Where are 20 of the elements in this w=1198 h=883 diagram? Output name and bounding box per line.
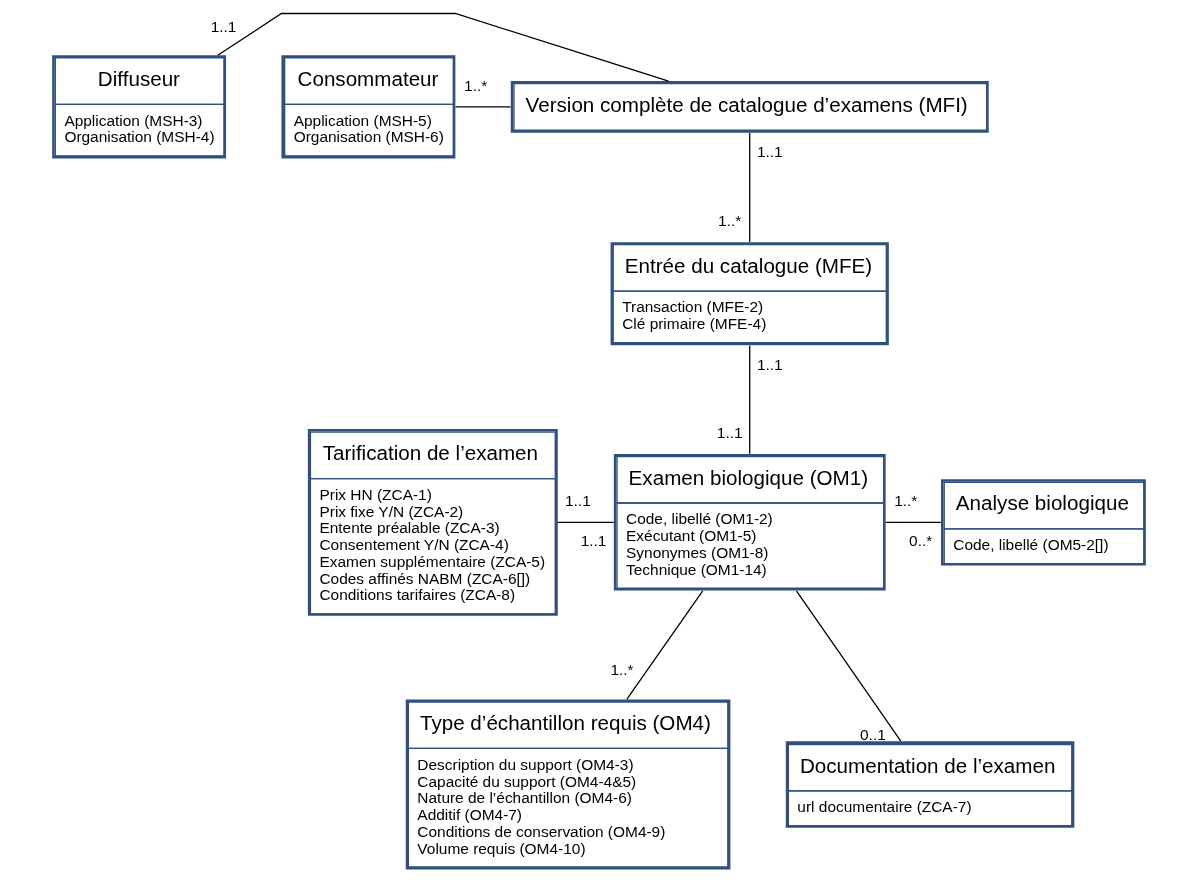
- label: 0..*: [909, 532, 933, 550]
- label: 1..1: [756, 355, 783, 373]
- label: 0..1: [860, 726, 886, 744]
- label: 1..*: [894, 492, 918, 510]
- connector: [885, 521, 942, 523]
- connector: [795, 590, 902, 742]
- label: 1..1: [565, 492, 591, 510]
- label: 1..*: [464, 76, 488, 94]
- label: 1..*: [610, 661, 634, 679]
- connector: [455, 106, 512, 108]
- label: 1..1: [716, 423, 743, 441]
- connector: [749, 345, 751, 455]
- label: 1..*: [718, 211, 742, 229]
- connector: [217, 12, 670, 82]
- label: 1..1: [210, 17, 237, 35]
- connector: [626, 590, 704, 700]
- label: 1..1: [756, 143, 783, 161]
- connector: [557, 521, 615, 523]
- label: 1..1: [580, 532, 607, 550]
- connector: [749, 132, 751, 243]
